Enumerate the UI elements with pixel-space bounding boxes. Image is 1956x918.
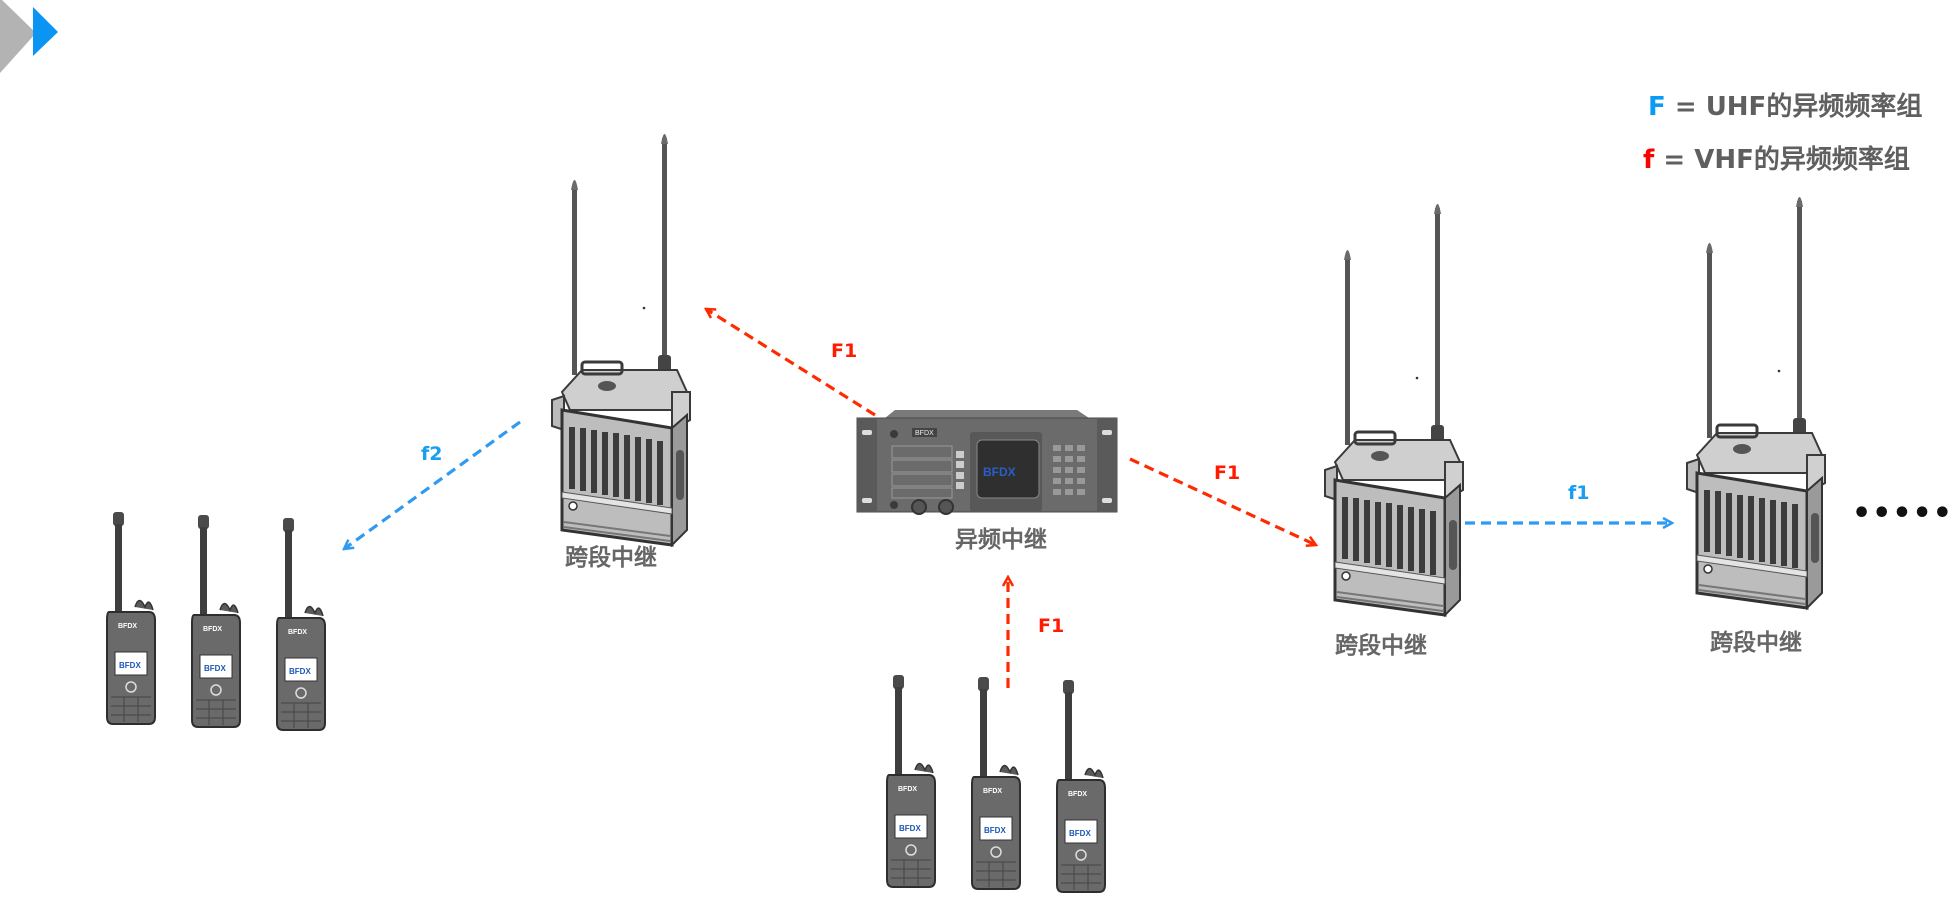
left-relay-label: 跨段中继: [565, 545, 657, 571]
walkie-talkie-icon: [1056, 679, 1106, 893]
center-repeater-label: 异频中继: [955, 527, 1047, 553]
rack-repeater-icon: BFDX BFDX: [856, 410, 1118, 515]
legend-text: UHF的异频频率组: [1705, 92, 1923, 122]
walkie-talkie-icon: [886, 674, 936, 888]
link-label-center-right: F1: [1214, 462, 1241, 484]
center-repeater[interactable]: BFDX BFDX: [856, 410, 1118, 524]
walkie-talkie-icon: [971, 676, 1021, 890]
portable-relay-icon: [550, 132, 692, 547]
link-center-to-left-relay: [706, 309, 876, 417]
portable-relay-icon: [1323, 202, 1465, 617]
continuation-dots: ••••••: [1852, 496, 1956, 531]
link-label-center-left: F1: [831, 340, 858, 362]
right-relay-1-label: 跨段中继: [1335, 633, 1427, 659]
legend-symbol: F: [1648, 92, 1666, 122]
walkie-talkie-icon: [106, 511, 156, 725]
link-left-relay-to-left-radios: [344, 420, 521, 549]
link-label-left-relay-radios: f2: [421, 443, 443, 465]
walkie-talkie-icon: [276, 517, 326, 731]
legend-symbol: f: [1643, 145, 1655, 175]
right-relay-1[interactable]: [1323, 200, 1465, 624]
right-relay-2[interactable]: [1685, 193, 1827, 617]
link-label-bottom-center: F1: [1038, 615, 1065, 637]
screen-brand: BFDX: [983, 465, 1016, 479]
legend-equals: =: [1674, 92, 1697, 122]
bottom-radios[interactable]: [885, 674, 1135, 899]
left-radios[interactable]: [105, 511, 355, 736]
left-relay[interactable]: [550, 130, 692, 554]
legend-text: VHF的异频频率组: [1694, 145, 1910, 175]
right-relay-2-label: 跨段中继: [1710, 630, 1802, 656]
legend-item-uhf: F = UHF的异频频率组: [1648, 86, 1922, 123]
legend-equals: =: [1663, 145, 1686, 175]
link-label-relay-relay: f1: [1568, 482, 1590, 504]
header-decoration: [0, 0, 70, 84]
double-chevron-right-icon: [0, 0, 58, 73]
panel-brand: BFDX: [915, 430, 934, 437]
walkie-talkie-icon: [191, 514, 241, 728]
legend-item-vhf: f = VHF的异频频率组: [1643, 139, 1910, 176]
portable-relay-icon: [1685, 195, 1827, 610]
link-center-to-right-relay: [1129, 457, 1316, 545]
